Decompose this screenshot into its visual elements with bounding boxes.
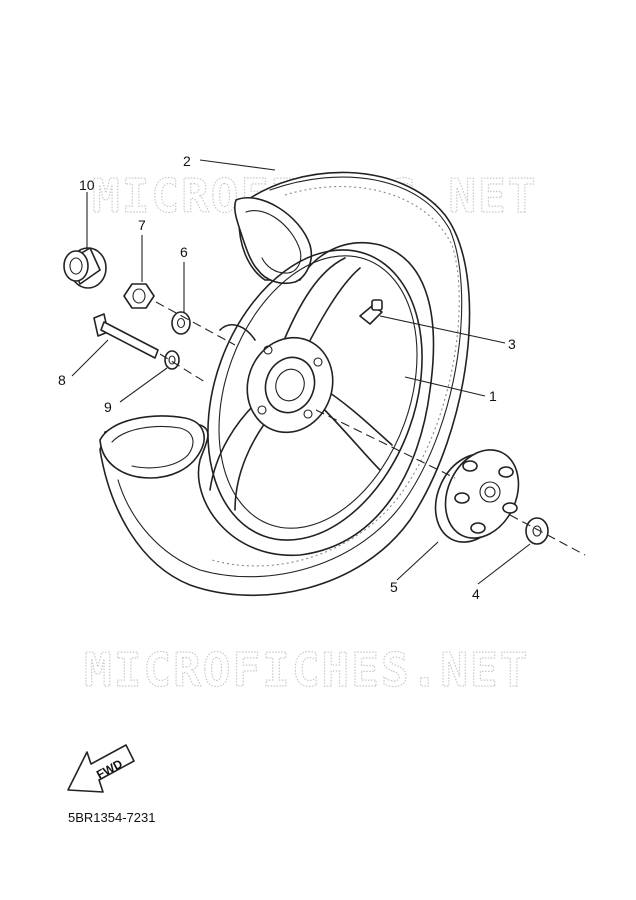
drive-hub [434,449,520,543]
washer-bolt [164,350,180,370]
callout-3: 3 [508,336,516,352]
callout-4: 4 [472,586,480,602]
watermark-bottom: MICROFICHES.NET [84,643,529,697]
wheel-rim [207,249,423,541]
callout-1: 1 [489,388,497,404]
nut [123,283,155,309]
washer-right [525,517,549,545]
callout-7: 7 [138,217,146,233]
collar [63,247,107,289]
callouts: 2 10 7 6 8 9 3 1 5 4 [58,153,531,602]
valve [359,299,383,325]
callout-10: 10 [79,177,95,193]
tire [99,171,471,597]
callout-9: 9 [104,399,112,415]
callout-5: 5 [390,579,398,595]
callout-2: 2 [183,153,191,169]
axis-line-lower [159,353,206,383]
axis-line-upper [155,301,236,346]
bolt [93,313,159,359]
fwd-arrow: FWD [67,744,135,793]
callout-8: 8 [58,372,66,388]
axis-line-right [315,409,586,556]
diagram-code: 5BR1354-7231 [68,810,155,825]
callout-6: 6 [180,244,188,260]
